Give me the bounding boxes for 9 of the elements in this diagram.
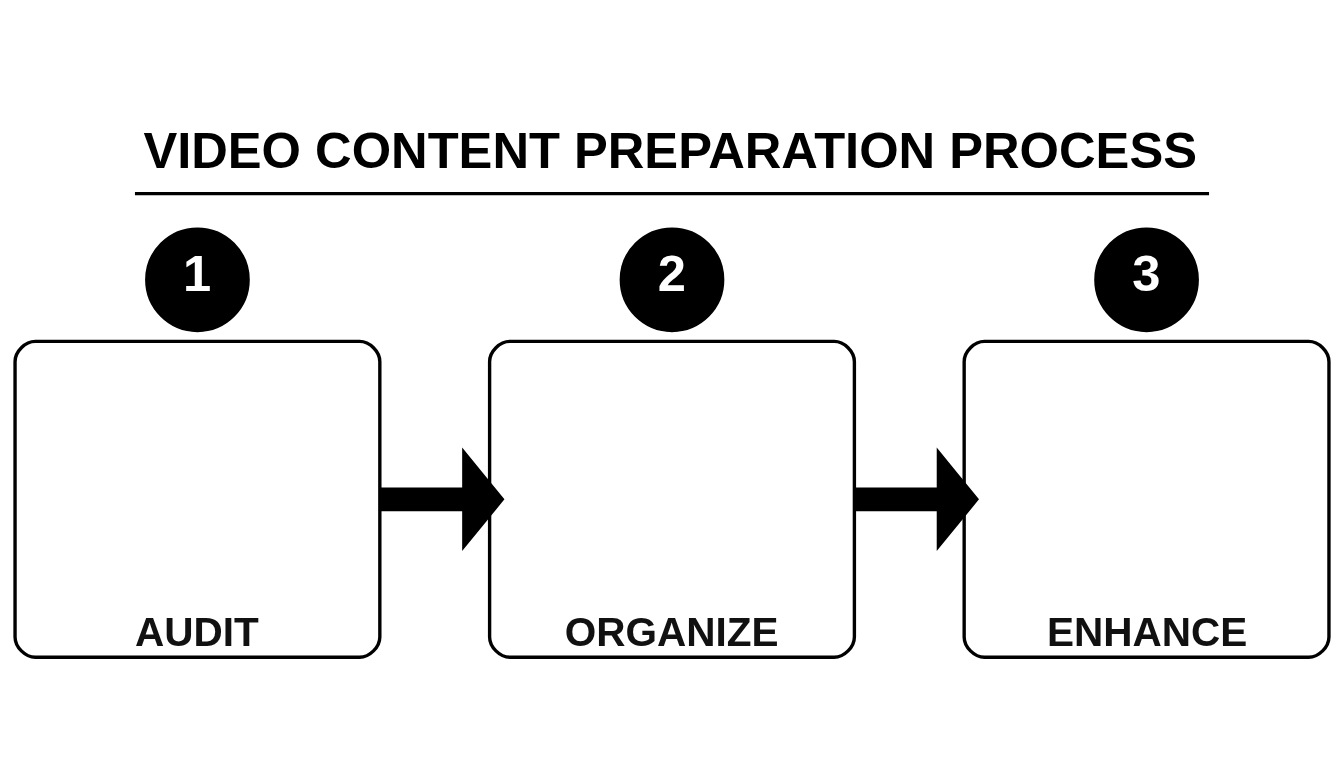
- node-circle: 3: [1094, 226, 1199, 332]
- node-circle: 1: [145, 226, 250, 332]
- arrow: [854, 447, 979, 551]
- arrow: [379, 447, 505, 551]
- node-box: AUDIT: [13, 339, 382, 659]
- node-circle: 2: [619, 226, 725, 332]
- node-box: ENHANCE: [962, 339, 1331, 659]
- node-box: ORGANIZE: [487, 339, 857, 659]
- diagram-title: VIDEO CONTENT PREPARATION PROCESS: [143, 121, 1197, 179]
